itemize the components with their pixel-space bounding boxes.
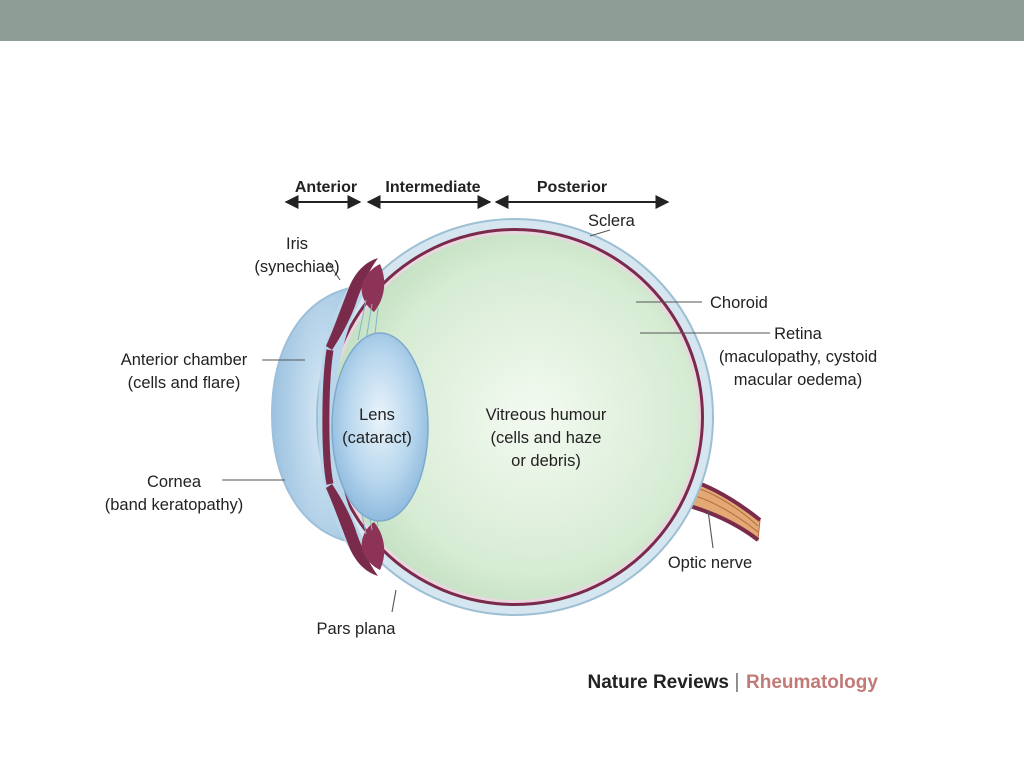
header-anterior: Anterior [295,179,357,196]
leader-lines [222,229,770,613]
vitreous-shape [332,234,698,600]
label-vitreous: Vitreous humour [486,406,607,424]
credit-section: Rheumatology [746,672,878,693]
label-anterior-chamber: Anterior chamber [121,351,248,369]
label-vitreous-note-2: or debris) [511,452,581,470]
label-retina-note-2: macular oedema) [734,371,862,389]
label-choroid: Choroid [710,294,768,312]
ciliary-body-upper-shape [361,264,385,312]
label-sclera: Sclera [588,212,636,230]
header-intermediate: Intermediate [385,179,480,196]
lens-shape [331,332,429,522]
label-retina: Retina [774,325,823,343]
iris-upper-shape [326,258,378,350]
label-anterior-chamber-note: (cells and flare) [128,374,241,392]
slide-title-bar [0,0,1024,41]
iris-lower-shape [326,484,378,576]
label-cornea-note: (band keratopathy) [105,496,244,514]
label-pars-plana: Pars plana [317,620,397,638]
credit-journal: Nature Reviews [587,672,729,693]
ciliary-body-lower-shape [361,522,385,570]
label-optic-nerve: Optic nerve [668,554,752,572]
label-retina-note-1: (maculopathy, cystoid [719,348,877,366]
credit-separator: | [734,671,739,693]
label-lens-note: (cataract) [342,429,412,447]
label-iris-note: (synechiae) [254,258,339,276]
label-lens: Lens [359,406,395,424]
label-cornea: Cornea [147,473,202,491]
header-posterior: Posterior [537,179,607,196]
iris-strip-shape [322,349,334,485]
label-vitreous-note-1: (cells and haze [491,429,602,447]
label-iris: Iris [286,235,308,253]
